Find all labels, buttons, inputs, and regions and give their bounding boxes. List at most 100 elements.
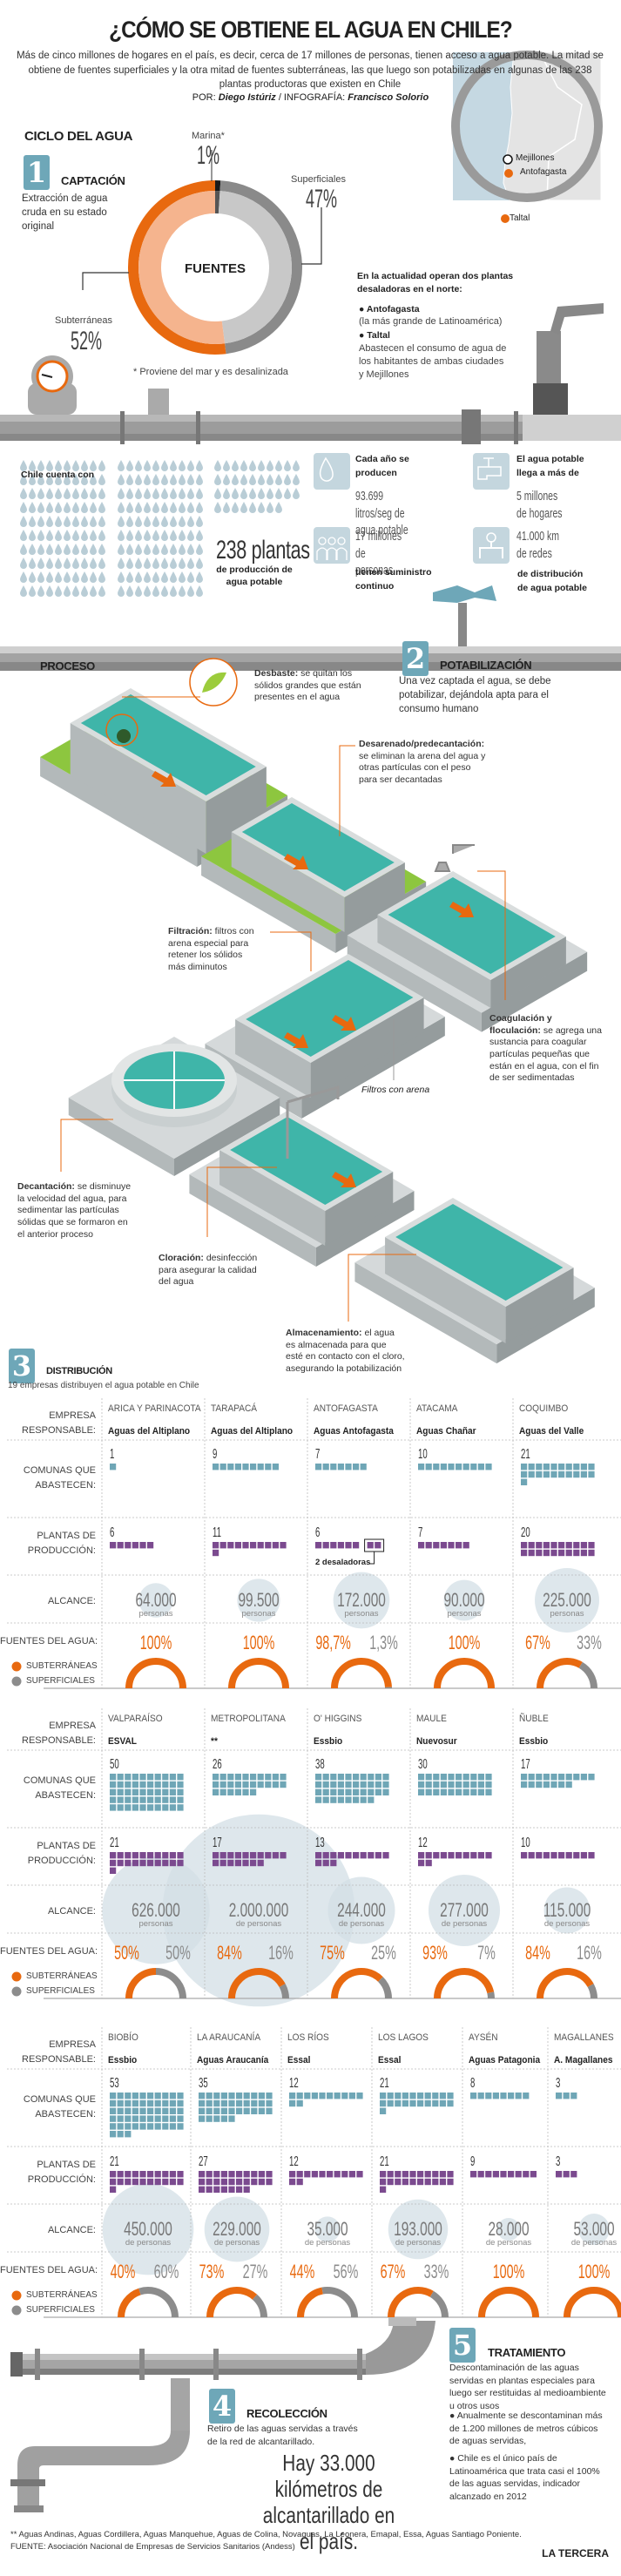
plant-square [125,1859,132,1867]
comuna-square [330,1464,337,1471]
plant-square [425,1859,432,1867]
comuna-square [220,2099,227,2107]
comuna-square [228,2115,235,2122]
sewer-pipe-flange-0 [35,2349,40,2380]
flow-arrow-icon [284,1032,308,1048]
reach-value: 450.000 [124,2218,172,2240]
donut-inner-superficiales [218,191,292,344]
plant-drop-icon [37,558,44,569]
comuna-square [447,2093,454,2099]
plant-square [177,1859,184,1867]
comuna-square [169,1774,176,1781]
plant-square [580,1542,587,1549]
comunas-count: 7 [315,1447,321,1462]
comuna-square [485,1781,492,1788]
plant-square [110,1867,117,1874]
plantas-count: 10 [521,1836,530,1850]
row-label-plantas: PLANTAS DE PRODUCCIÓN: [27,1531,96,1556]
comuna-square [521,1478,528,1485]
desarenado-unit-tank-right-face [344,862,405,932]
plant-drop-icon [161,558,168,569]
plant-drop-icon [64,544,71,555]
comuna-square [353,1774,360,1781]
plant-square [265,1542,272,1549]
plant-square [380,2171,387,2178]
comuna-square [536,1464,543,1471]
comuna-square [550,1471,557,1478]
plantas-count: 11 [213,1525,221,1540]
plant-drop-icon [152,571,159,583]
comuna-square [110,1796,117,1803]
comunas-count: 21 [521,1447,530,1462]
plant-drop-icon [152,488,159,499]
comuna-square [125,2123,132,2130]
plant-drop-icon [81,474,88,485]
plant-drop-icon [118,585,125,597]
plantas-count: 6 [110,1525,115,1540]
plant-square [169,2171,176,2178]
comuna-square [330,1774,337,1781]
plant-drop-icon [144,474,151,485]
plant-drop-icon [46,530,53,541]
comuna-square [213,1774,219,1781]
comuna-square [424,2093,431,2099]
subterraneas-leader-line [82,272,129,290]
plant-square [536,1852,543,1859]
plant-square [110,1852,117,1859]
plant-drop-icon [118,516,125,527]
plant-square [536,1549,543,1557]
reach-value: 28.000 [488,2218,530,2240]
pipe-network-icon-valve [486,532,496,543]
plant-drop-icon [161,516,168,527]
recoleccion-title: RECOLECCIÓN [246,2407,327,2420]
plant-drop-icon [20,558,27,569]
plant-drop-icon [118,502,125,513]
byline: POR: Diego Istúriz / INFOGRAFÍA: Francis… [0,92,621,105]
comuna-square [117,1781,124,1788]
region-name: VALPARAÍSO [108,1714,163,1724]
plant-square [206,2178,213,2186]
comuna-square [417,2099,424,2107]
plant-drop-icon [179,474,186,485]
plant-square [257,1859,264,1867]
comuna-square [177,2115,184,2122]
plant-square [315,1859,322,1867]
comuna-square [387,2093,394,2099]
plant-drop-icon [64,585,71,597]
plant-drop-icon [81,544,88,555]
plant-square [219,1542,226,1549]
plant-drop-icon [161,585,168,597]
comunas-count: 9 [213,1447,218,1462]
footnote-companies: ** Aguas Andinas, Aguas Cordillera, Agua… [10,2530,522,2539]
step-coagulacion-text: se agrega una sustancia para coagular pa… [489,1024,602,1084]
comuna-square [536,1471,543,1478]
plant-drop-icon [144,502,151,513]
plant-square [162,2178,169,2186]
plant-drop-icon [214,488,221,499]
plant-square [257,1852,264,1859]
distribution-title: DISTRIBUCIÓN [46,1366,112,1376]
plant-drop-icon [72,502,79,513]
legend-superficiales-label: SUPERFICIALES [26,2305,95,2315]
comuna-square [110,1464,117,1471]
reach-unit: de personas [543,1919,591,1929]
row-label-plantas: PLANTAS DE PRODUCCIÓN: [27,1841,96,1866]
coagulacion-unit-base-right-face [481,951,588,1032]
plant-square [169,1859,176,1867]
company-name: Essal [287,2055,311,2066]
plant-square [219,1859,226,1867]
plant-square [322,1859,329,1867]
comuna-square [228,2107,235,2114]
stat-homes-value: 5 millones de hogares [516,489,563,521]
sup-pct: 27% [242,2261,268,2282]
plant-drop-icon [179,530,186,541]
comuna-square [470,1464,477,1471]
plant-square [380,2178,387,2186]
comuna-square [360,1774,367,1781]
comuna-square [162,1796,169,1803]
region-name: METROPOLITANA [211,1714,286,1724]
plant-drop-icon [81,530,88,541]
plant-drop-icon [46,558,53,569]
pipe-flange-1 [196,411,200,444]
pipe-valve-stem [458,603,467,646]
